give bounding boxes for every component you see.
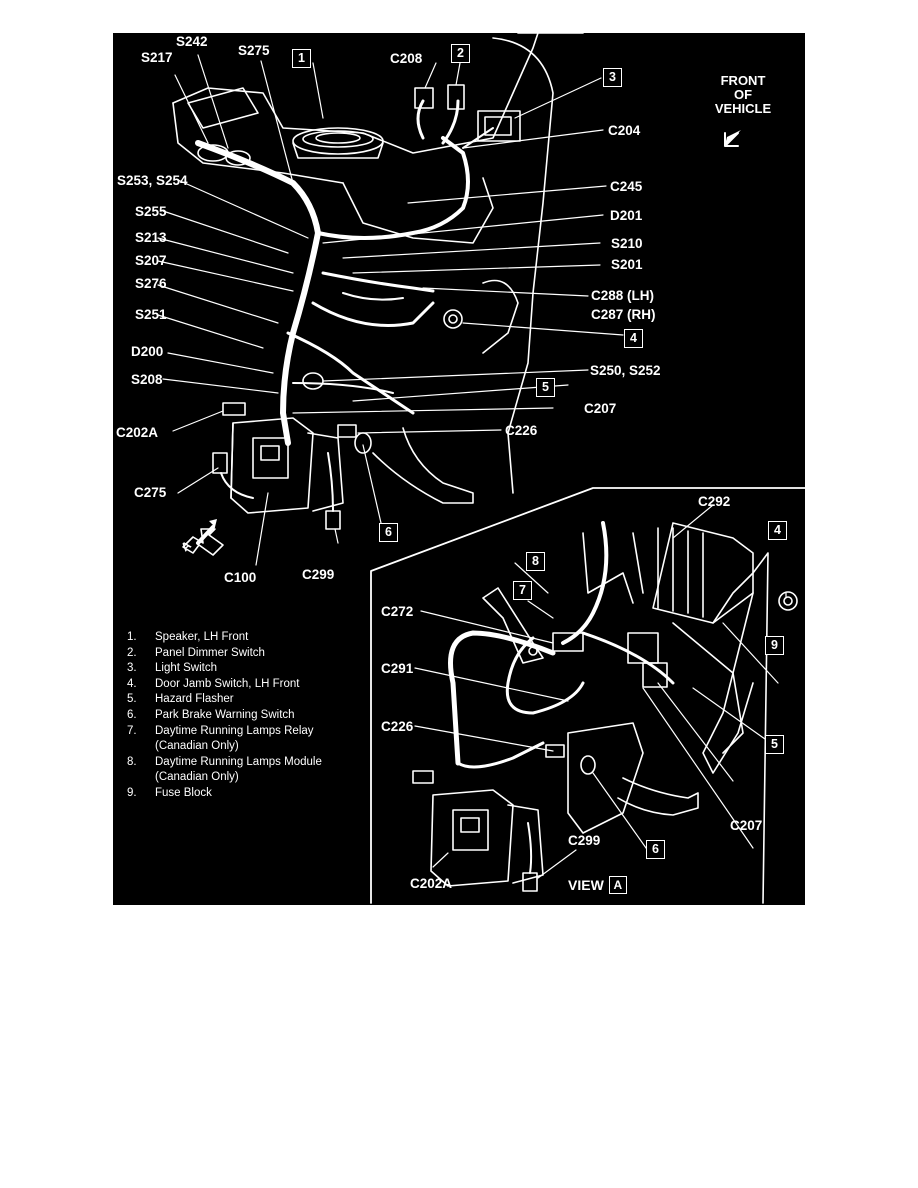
legend-item: 2. Panel Dimmer Switch <box>127 646 377 662</box>
light-switch <box>477 110 521 142</box>
connector-c299 <box>325 510 341 530</box>
legend-item-text: Park Brake Warning Switch <box>155 708 295 721</box>
legend-item: (Canadian Only) <box>127 770 377 786</box>
callout-box-4: 4 <box>624 329 643 348</box>
callout-box-3: 3 <box>603 68 622 87</box>
legend-item-text: Speaker, LH Front <box>155 631 249 643</box>
door-jamb-switch <box>443 309 463 329</box>
label-s242: S242 <box>176 34 208 49</box>
label-c287: C287 (RH) <box>591 307 656 322</box>
legend-item-text: Panel Dimmer Switch <box>155 646 265 659</box>
connector-c208 <box>414 87 434 109</box>
legend-item: 8. Daytime Running Lamps Module <box>127 755 377 771</box>
label-s275: S275 <box>238 43 270 58</box>
view-a-caption: VIEW A <box>568 876 627 894</box>
view-a-divider <box>370 487 805 904</box>
label-s207: S207 <box>135 253 167 268</box>
label-c226: C226 <box>505 423 538 438</box>
legend-item-number: 3. <box>127 662 137 675</box>
label-c204: C204 <box>608 123 641 138</box>
legend-item-text: Hazard Flasher <box>155 693 234 706</box>
label-c202a: C202A <box>116 425 159 440</box>
wiring-artwork <box>157 33 805 904</box>
main-harness <box>195 140 321 446</box>
legend-item: 5. Hazard Flasher <box>127 692 377 708</box>
view-a-label-c226: C226 <box>381 719 414 734</box>
label-s208: S208 <box>131 372 163 387</box>
label-d201: D201 <box>610 208 643 223</box>
view-a-callout-box-6: 6 <box>646 840 665 859</box>
label-c299: C299 <box>302 567 335 582</box>
label-c288: C288 (LH) <box>591 288 655 303</box>
legend-item-number: 1. <box>127 631 137 643</box>
legend-item-text: Daytime Running Lamps Module <box>155 755 322 768</box>
legend-item-number: 2. <box>127 646 137 659</box>
label-c207: C207 <box>584 401 617 416</box>
legend-item-number: 4. <box>127 677 137 690</box>
connector-c226-view-a <box>545 744 565 758</box>
legend-item: 9. Fuse Block <box>127 786 377 802</box>
legend-item-number: 5. <box>127 693 137 706</box>
label-s253-s254: S253, S254 <box>117 173 188 188</box>
view-a-callout-box-9: 9 <box>765 636 784 655</box>
legend-item: 6. Park Brake Warning Switch <box>127 708 377 724</box>
legend-item-number: 9. <box>127 786 137 799</box>
label-s250-s252: S250, S252 <box>590 363 661 378</box>
legend-item: 3. Light Switch <box>127 661 377 677</box>
view-a-label-c292: C292 <box>698 494 731 509</box>
legend-item-text: (Canadian Only) <box>155 771 239 784</box>
view-a-label-c291: C291 <box>381 661 414 676</box>
legend-item: 4. Door Jamb Switch, LH Front <box>127 677 377 693</box>
legend-item-number: 8. <box>127 755 137 768</box>
component-legend: 1. Speaker, LH Front 2. Panel Dimmer Switch… <box>127 630 377 802</box>
label-c100: C100 <box>224 570 257 585</box>
label-s213: S213 <box>135 230 167 245</box>
view-a-label-c207: C207 <box>730 818 763 833</box>
legend-item-number <box>127 770 155 786</box>
view-a-callout-box-5: 5 <box>765 735 784 754</box>
callout-box-2: 2 <box>451 44 470 63</box>
legend-item-number: 7. <box>127 724 137 737</box>
connector-c299-view-a <box>522 872 538 892</box>
legend-item: (Canadian Only) <box>127 739 377 755</box>
callout-box-5: 5 <box>536 378 555 397</box>
label-s255: S255 <box>135 204 167 219</box>
legend-item: 7. Daytime Running Lamps Relay <box>127 724 377 740</box>
speaker-lh-front <box>292 127 384 159</box>
legend-item-text: Daytime Running Lamps Relay <box>155 724 314 737</box>
view-a-callout-box-7: 7 <box>513 581 532 600</box>
label-c245: C245 <box>610 179 643 194</box>
legend-item-text: Fuse Block <box>155 786 212 799</box>
view-a-caption-box: A <box>608 876 627 894</box>
view-a-callout-box-8: 8 <box>526 552 545 571</box>
legend-item-text: (Canadian Only) <box>155 740 239 753</box>
door-jamb-switch-view-a <box>778 591 798 611</box>
view-a-callout-box-4: 4 <box>768 521 787 540</box>
label-s201: S201 <box>611 257 643 272</box>
label-s210: S210 <box>611 236 643 251</box>
view-a-label-c299: C299 <box>568 833 601 848</box>
label-s217: S217 <box>141 50 173 65</box>
wiring-diagram: S217 S242 S275 C208 C204 C245 D201 S253,… <box>113 33 805 905</box>
label-d200: D200 <box>131 344 164 359</box>
legend-item-number: 6. <box>127 708 137 721</box>
label-c275: C275 <box>134 485 167 500</box>
fuse-block-view-a <box>430 789 544 887</box>
legend-item: 1. Speaker, LH Front <box>127 630 377 646</box>
legend-item-number <box>127 739 155 755</box>
view-a-label-c272: C272 <box>381 604 414 619</box>
legend-item-text: Door Jamb Switch, LH Front <box>155 677 300 690</box>
label-s251: S251 <box>135 307 167 322</box>
fuse-block-main <box>230 417 344 514</box>
label-s276: S276 <box>135 276 167 291</box>
front-of-vehicle-label: FRONT OF VEHICLE <box>714 73 772 116</box>
callout-box-6: 6 <box>379 523 398 542</box>
legend-item-text: Light Switch <box>155 662 218 675</box>
connector-c202a <box>222 402 246 416</box>
callout-box-1: 1 <box>292 49 311 68</box>
view-a-label-c202a: C202A <box>410 876 453 891</box>
label-c208: C208 <box>390 51 423 66</box>
